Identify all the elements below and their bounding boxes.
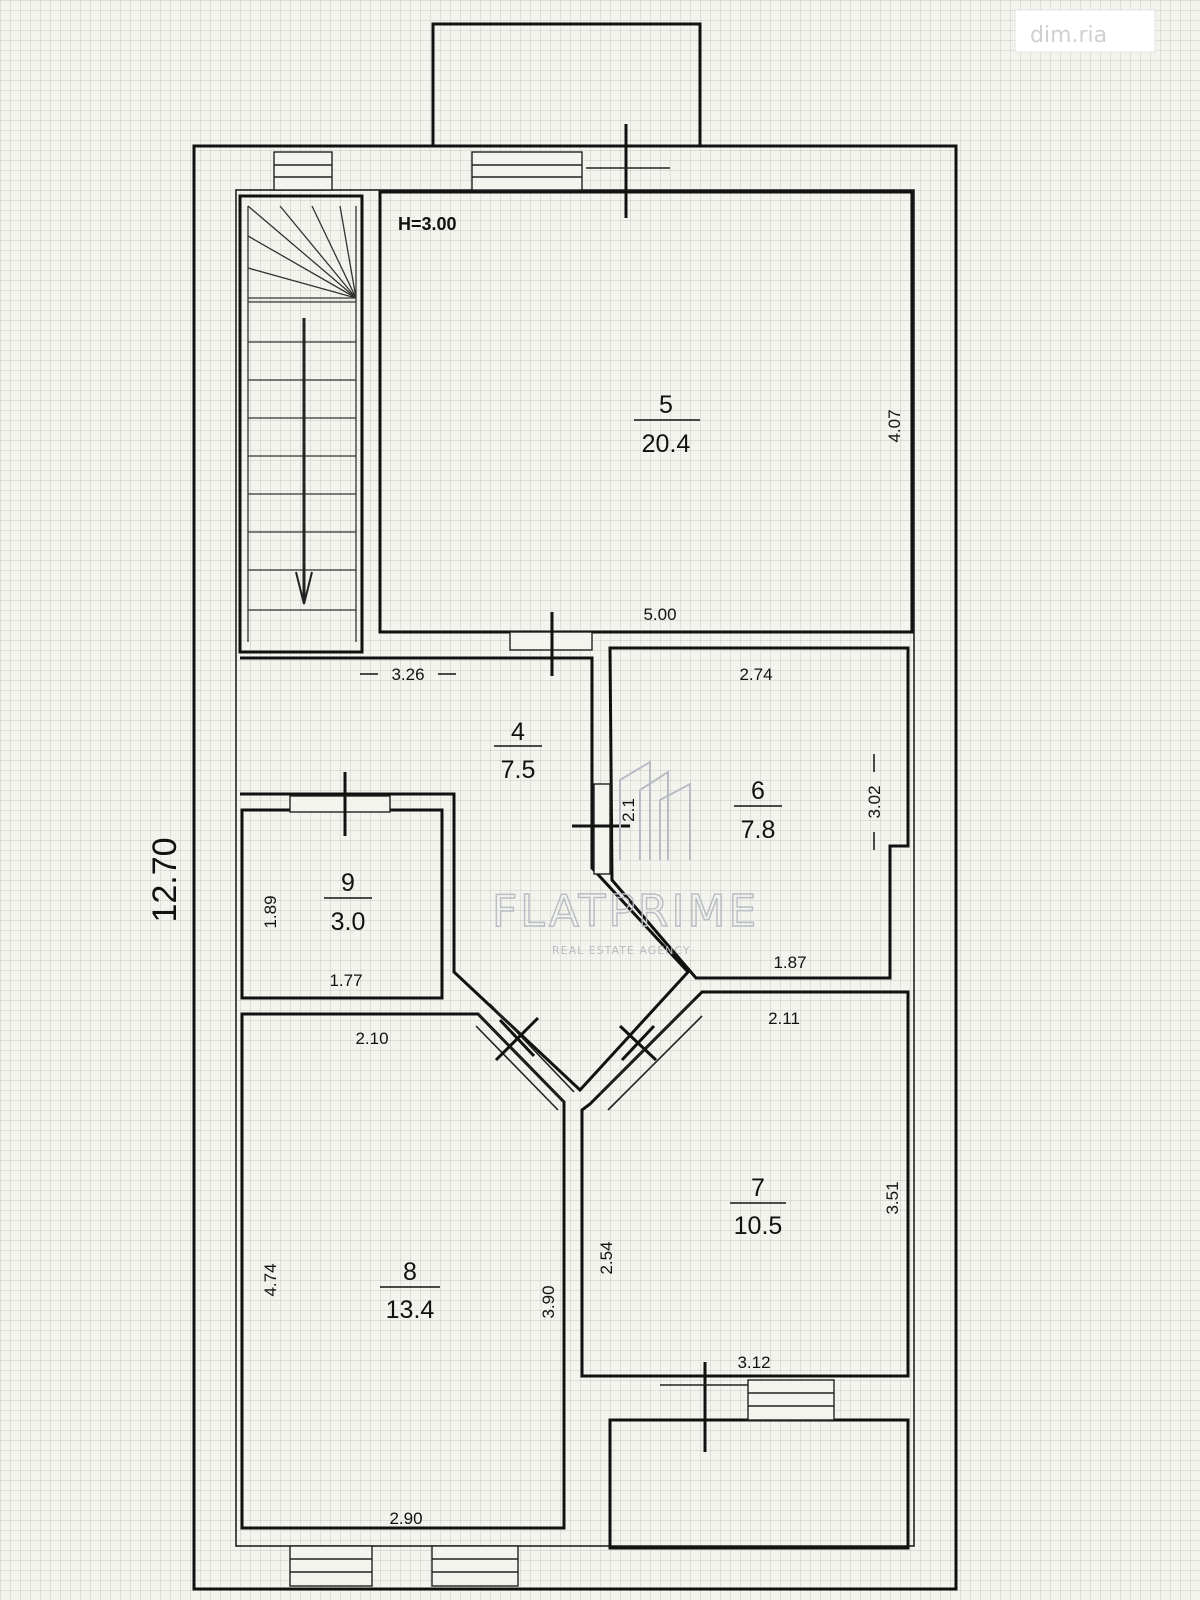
room-label-9: 9 3.0 xyxy=(324,869,372,936)
dim-room6-height: 3.02 xyxy=(865,785,884,818)
balcony-bottom xyxy=(608,1418,910,1550)
dim-room8-right: 3.90 xyxy=(539,1285,558,1318)
dim-room7-left: 2.54 xyxy=(597,1241,616,1274)
window-top-left xyxy=(273,151,333,191)
room-number: 9 xyxy=(341,869,355,897)
room-area: 3.0 xyxy=(331,908,366,936)
staircase xyxy=(238,194,364,654)
room-label-8: 8 13.4 xyxy=(380,1258,440,1324)
dim-room9-height: 1.89 xyxy=(261,895,280,928)
room-4-outline xyxy=(240,656,691,1093)
room-area: 13.4 xyxy=(386,1296,435,1324)
dim-room8-left: 4.74 xyxy=(261,1263,280,1296)
door-room-9 xyxy=(289,772,391,836)
dim-room6-bottom: 1.87 xyxy=(773,953,806,972)
room-number: 8 xyxy=(403,1258,417,1286)
room-number: 6 xyxy=(751,777,765,805)
dim-room5-width: 5.00 xyxy=(643,605,676,624)
ceiling-height-label: H=3.00 xyxy=(398,214,457,234)
room-label-6: 6 7.8 xyxy=(734,777,782,844)
dim-room7-top: 2.11 xyxy=(768,1009,800,1028)
room-8-outline xyxy=(240,1012,566,1530)
room-area: 20.4 xyxy=(642,430,691,458)
dim-room6-small: 2.1 xyxy=(619,798,638,822)
dim-room7-bottom: 3.12 xyxy=(737,1353,770,1372)
watermark: FLATPRIME REAL ESTATE AGENCY xyxy=(491,760,759,957)
room-number: 4 xyxy=(511,718,525,746)
door-room-6 xyxy=(572,783,630,875)
dim-room4-width: 3.26 xyxy=(391,665,424,684)
dim-room4-width-group: 3.26 xyxy=(360,665,456,684)
room-label-4: 4 7.5 xyxy=(494,718,542,784)
room-5-outline xyxy=(378,190,914,634)
room-label-7: 7 10.5 xyxy=(730,1174,786,1240)
watermark-tagline: REAL ESTATE AGENCY xyxy=(552,944,691,957)
window-bottom-left xyxy=(289,1545,373,1587)
room-6-outline xyxy=(608,646,910,980)
balcony-top xyxy=(431,22,702,148)
outer-wall xyxy=(192,144,958,1591)
window-bottom-center xyxy=(431,1545,519,1587)
corner-logo: dim.ria xyxy=(1030,23,1107,48)
watermark-brand: FLATPRIME xyxy=(492,886,759,937)
total-length-label: 12.70 xyxy=(146,837,184,922)
door-room-7 xyxy=(599,999,703,1111)
inner-outline xyxy=(235,189,915,1547)
door-room-8 xyxy=(475,1003,575,1111)
room-area: 10.5 xyxy=(734,1212,783,1240)
dim-room5-depth: 4.07 xyxy=(885,409,904,442)
dim-room6-top: 2.74 xyxy=(739,665,772,684)
window-top-center xyxy=(471,151,583,191)
room-label-5: 5 20.4 xyxy=(634,391,700,458)
watermark-building-icon xyxy=(619,760,691,860)
room-number: 7 xyxy=(751,1174,765,1202)
room-number: 5 xyxy=(659,391,673,419)
balcony-door-top xyxy=(586,124,670,218)
dim-room6-height-group: 3.02 xyxy=(865,754,884,850)
room-area: 7.5 xyxy=(501,756,536,784)
balcony-door-bottom xyxy=(660,1362,835,1452)
dim-room8-top: 2.10 xyxy=(355,1029,388,1048)
dim-room8-bottom: 2.90 xyxy=(389,1509,422,1528)
dim-room7-right: 3.51 xyxy=(883,1181,902,1214)
room-area: 7.8 xyxy=(741,816,776,844)
stair-direction-arrow-icon xyxy=(295,318,313,605)
room-7-outline xyxy=(580,990,910,1378)
door-room-5 xyxy=(509,612,593,676)
corner-logo-box xyxy=(1014,9,1156,53)
dim-room9-width: 1.77 xyxy=(329,971,362,990)
